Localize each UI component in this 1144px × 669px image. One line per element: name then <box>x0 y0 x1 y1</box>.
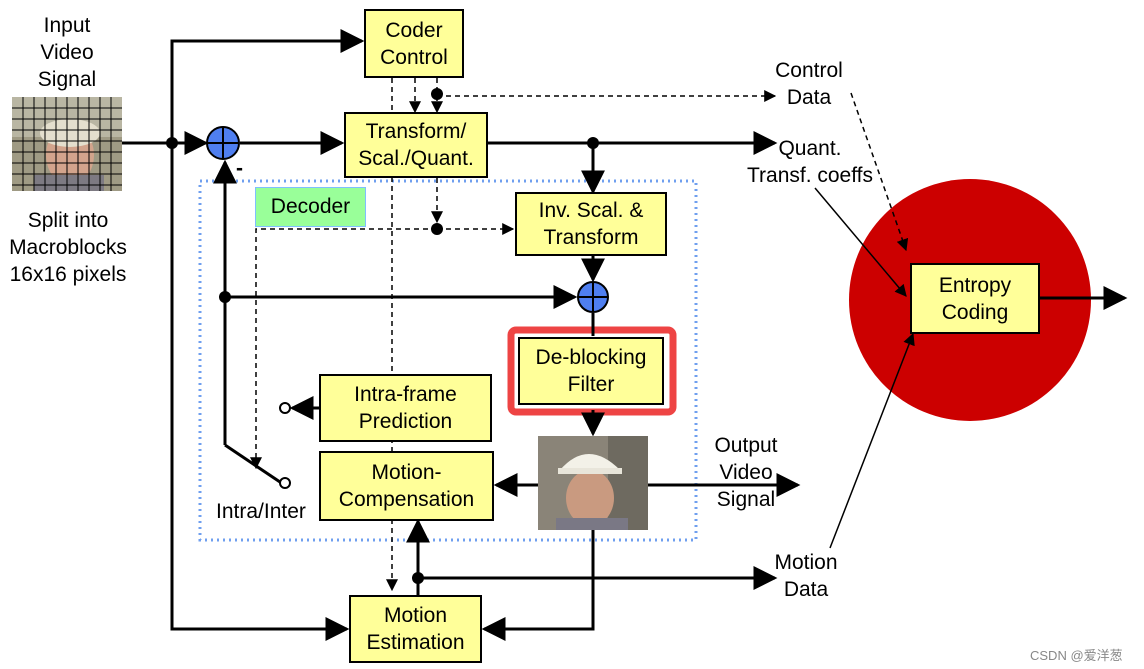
decoder-region <box>198 179 698 542</box>
coder-control-block: Coder Control <box>364 9 464 78</box>
motion-compensation-block: Motion- Compensation <box>319 451 494 521</box>
intra-inter-label: Intra/Inter <box>216 500 306 523</box>
control-data-label: Control Data <box>775 59 843 109</box>
entropy-coding-block: Entropy Coding <box>910 263 1040 334</box>
watermark: CSDN @爱洋葱 <box>1030 648 1123 663</box>
minus-sign: - <box>236 157 243 180</box>
summing-node-reconstruction <box>577 281 609 313</box>
reconstructed-frame-thumbnail <box>538 436 648 530</box>
split-macroblocks-label: Split into Macroblocks 16x16 pixels <box>9 209 127 286</box>
output-video-label: Output Video Signal <box>714 434 778 511</box>
switch-contacts <box>279 402 291 489</box>
input-video-label: Input Video Signal <box>37 14 97 91</box>
motion-estimation-block: Motion Estimation <box>349 595 482 663</box>
motion-data-label: Motion Data <box>774 551 838 601</box>
deblocking-filter-block: De-blocking Filter <box>518 337 664 405</box>
inv-scal-transform-block: Inv. Scal. & Transform <box>515 192 667 256</box>
quant-coeffs-label: Quant. Transf. coeffs <box>746 137 874 187</box>
decoder-label: Decoder <box>255 187 366 227</box>
transform-quant-block: Transform/ Scal./Quant. <box>344 112 488 178</box>
junction-dots <box>166 88 599 584</box>
solid-connections <box>122 29 1128 641</box>
input-frame-thumbnail <box>12 97 122 191</box>
summing-node-input <box>206 126 240 160</box>
intra-prediction-block: Intra-frame Prediction <box>319 374 492 442</box>
